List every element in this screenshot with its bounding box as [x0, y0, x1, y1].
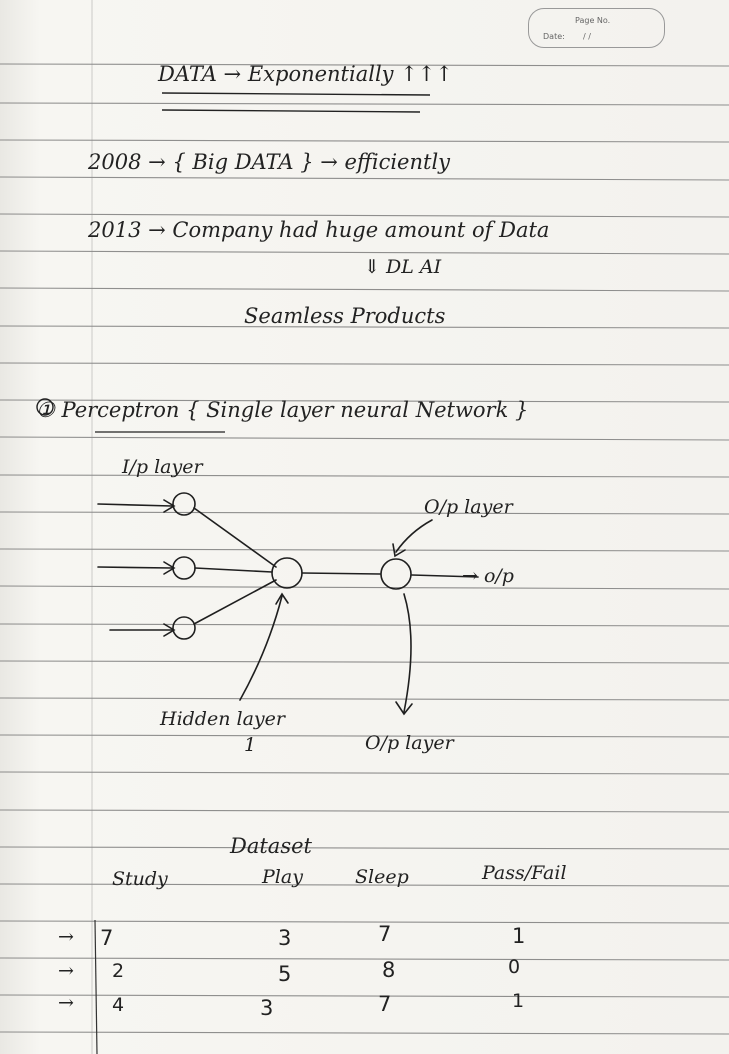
row-2-sleep: 8	[382, 958, 396, 982]
row-1-sleep: 7	[378, 922, 392, 946]
input-node-2	[172, 556, 196, 580]
row-1-marker: →	[58, 926, 74, 948]
row-2-marker: →	[58, 960, 74, 982]
line-seamless-products: Seamless Products	[244, 304, 446, 328]
output-arrow	[411, 574, 479, 578]
row-3-sleep: 7	[378, 992, 392, 1016]
circled-number-marker	[36, 398, 54, 416]
row-1-play: 3	[278, 926, 292, 950]
line-2008: 2008 → { Big DATA } → efficiently	[88, 150, 451, 174]
input-arrowhead-3	[163, 623, 176, 637]
hidden-node	[271, 557, 303, 589]
connection-3	[193, 579, 277, 625]
row-3-play: 3	[260, 996, 274, 1020]
hidden-pointer-arrowhead	[275, 592, 289, 605]
page-no-label: Page No.	[575, 16, 611, 25]
date-label: Date:	[543, 32, 565, 41]
column-header-sleep: Sleep	[355, 866, 409, 888]
input-arrowhead-1	[163, 499, 176, 513]
row-2-pass-fail: 0	[508, 956, 521, 978]
column-header-pass-fail: Pass/Fail	[482, 862, 567, 884]
row-2-study: 2	[112, 960, 125, 982]
row-1-study: 7	[100, 926, 114, 950]
output-bottom-arrowhead	[395, 701, 413, 716]
connection-1	[193, 507, 277, 568]
hidden-layer-count: 1	[244, 734, 257, 756]
connection-hidden-output	[301, 572, 381, 575]
column-header-study: Study	[112, 868, 168, 890]
output-top-arrowhead	[392, 543, 406, 558]
connection-2	[194, 567, 273, 573]
input-node-3	[172, 616, 196, 640]
date-value: / /	[583, 32, 591, 41]
row-3-study: 4	[112, 994, 125, 1016]
row-3-marker: →	[58, 992, 74, 1014]
page-number-date-box: Page No. Date: / /	[528, 8, 665, 48]
output-layer-label-bottom: O/p layer	[365, 732, 454, 754]
input-node-1	[172, 492, 196, 516]
row-1-pass-fail: 1	[512, 924, 526, 948]
input-arrow-1	[97, 503, 173, 507]
line-dl-ai: ⇓ DL AI	[364, 256, 442, 278]
perceptron-heading: ① Perceptron { Single layer neural Netwo…	[36, 398, 529, 422]
hidden-layer-label: Hidden layer	[160, 708, 285, 730]
input-arrow-2	[97, 566, 173, 569]
output-layer-label-top: O/p layer	[424, 496, 513, 518]
output-layer-pointer-top	[395, 519, 433, 553]
row-2-play: 5	[278, 962, 292, 986]
output-arrow-label: → o/p	[462, 565, 514, 587]
input-arrowhead-2	[163, 561, 176, 575]
row-3-pass-fail: 1	[512, 990, 525, 1012]
output-layer-pointer-bottom	[403, 593, 412, 713]
title-line: DATA → Exponentially ↑↑↑	[158, 62, 453, 86]
dataset-title: Dataset	[230, 834, 312, 858]
output-node	[380, 558, 412, 590]
line-2013: 2013 → Company had huge amount of Data	[88, 218, 550, 242]
column-header-play: Play	[262, 866, 303, 888]
input-layer-label: I/p layer	[122, 456, 203, 478]
hidden-layer-pointer	[239, 595, 283, 701]
